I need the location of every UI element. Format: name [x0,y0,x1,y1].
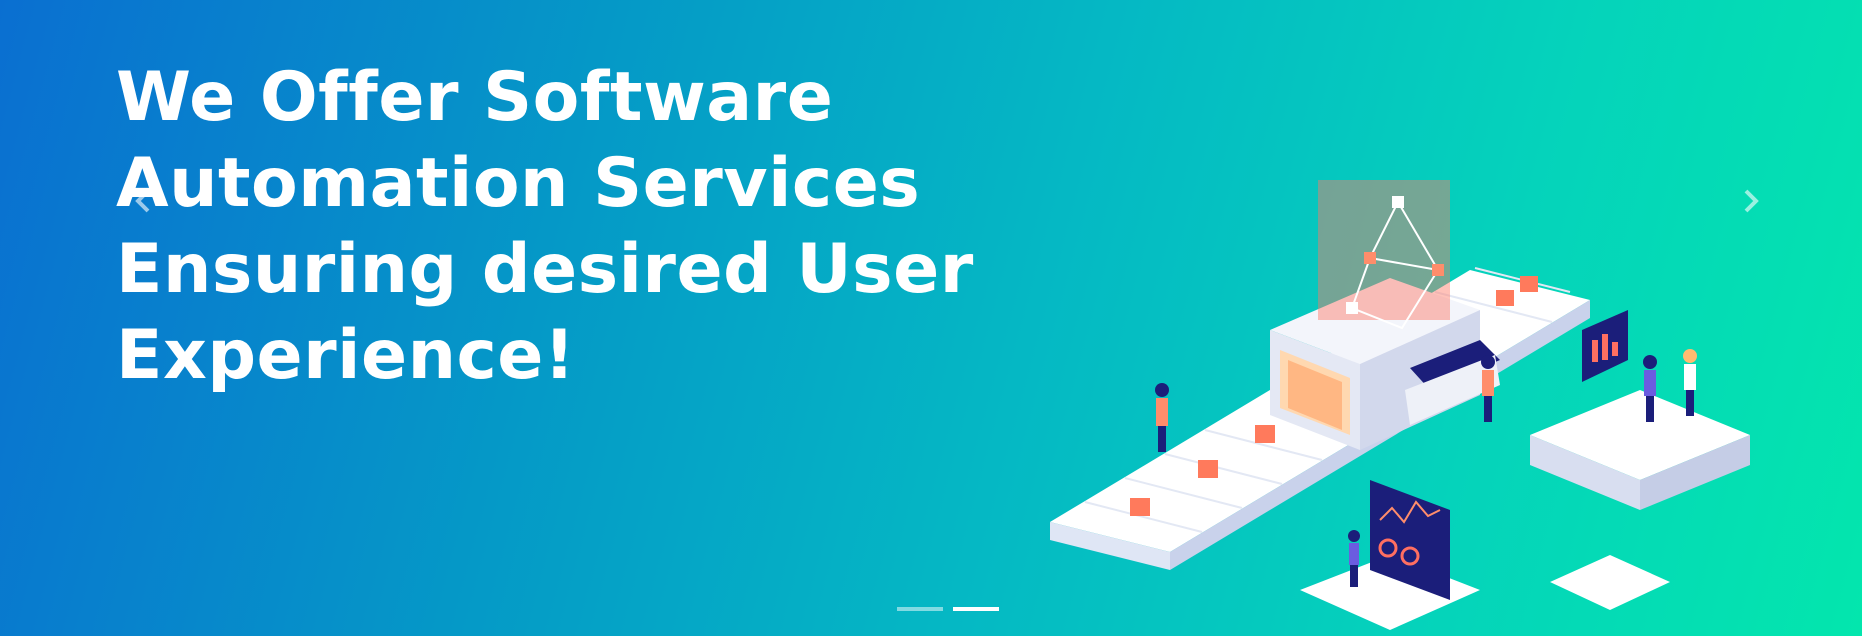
carousel-prev-button[interactable] [128,186,158,216]
chevron-right-icon [1744,189,1759,213]
headline-line-3: Ensuring desired User [116,230,974,309]
carousel-next-button[interactable] [1736,186,1766,216]
hologram-network [1318,180,1450,330]
headline-line-1: We Offer Software [116,58,834,137]
carousel-indicator-2[interactable] [953,607,999,611]
carousel-indicator-1[interactable] [897,607,943,611]
chevron-left-icon [135,189,150,213]
control-panel [1405,340,1500,425]
cargo-boxes [1130,276,1538,516]
headline-line-2: Automation Services [116,144,921,223]
dashboard-platform [1300,480,1480,630]
empty-tile [1550,555,1670,610]
headline-line-4: Experience! [116,316,576,395]
processing-machine [1270,278,1480,450]
analytics-platform [1530,310,1750,510]
worker-figures [1155,349,1697,587]
software-automation-illustration [1050,180,1750,630]
carousel-indicators [897,607,999,611]
hero-headline: We Offer Software Automation Services En… [116,55,996,399]
